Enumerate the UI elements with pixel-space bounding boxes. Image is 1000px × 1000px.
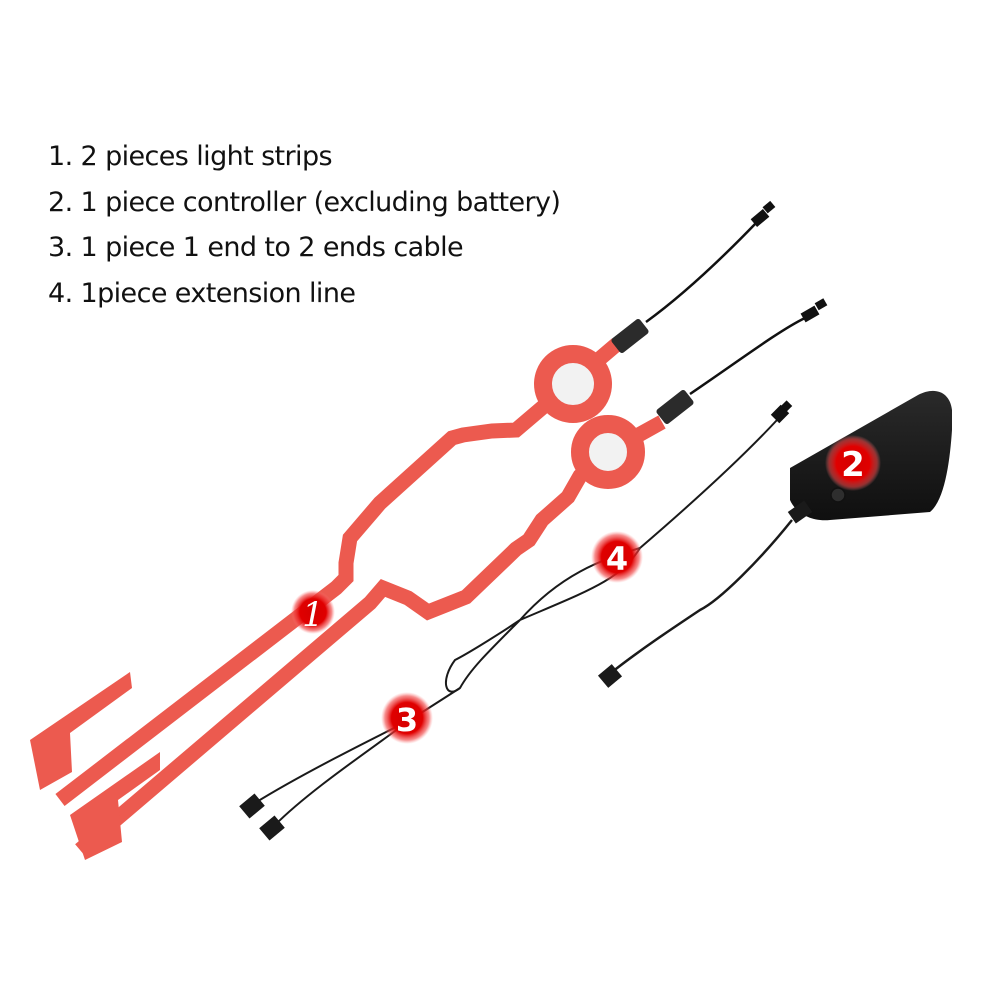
caption-controller: 2. 1 piece controller (excluding battery… xyxy=(48,186,561,218)
strip-lower-fork xyxy=(70,752,160,860)
badge-2: 2 xyxy=(825,435,881,491)
caption-extension-line: 4. 1piece extension line xyxy=(48,277,356,309)
svg-text:4: 4 xyxy=(606,540,628,578)
svg-text:1: 1 xyxy=(302,595,324,635)
strip-lower-connector xyxy=(656,298,828,424)
strip-upper-connector xyxy=(611,200,776,353)
contents-list: 1. 2 pieces light strips 2. 1 piece cont… xyxy=(48,134,561,316)
strip-upper-fork xyxy=(30,672,132,790)
caption-light-strips: 1. 2 pieces light strips xyxy=(48,141,333,172)
badge-4: 4 xyxy=(591,531,643,583)
light-strip-lower xyxy=(75,415,666,856)
svg-text:2: 2 xyxy=(841,445,865,485)
caption-splitter-cable: 3. 1 piece 1 end to 2 ends cable xyxy=(48,232,464,263)
splitter-cable xyxy=(239,619,521,841)
light-strip-upper xyxy=(55,338,622,806)
svg-text:3: 3 xyxy=(396,701,418,739)
badge-1: 1 xyxy=(291,590,335,635)
badge-3: 3 xyxy=(381,692,433,744)
controller-button-icon xyxy=(830,487,846,503)
